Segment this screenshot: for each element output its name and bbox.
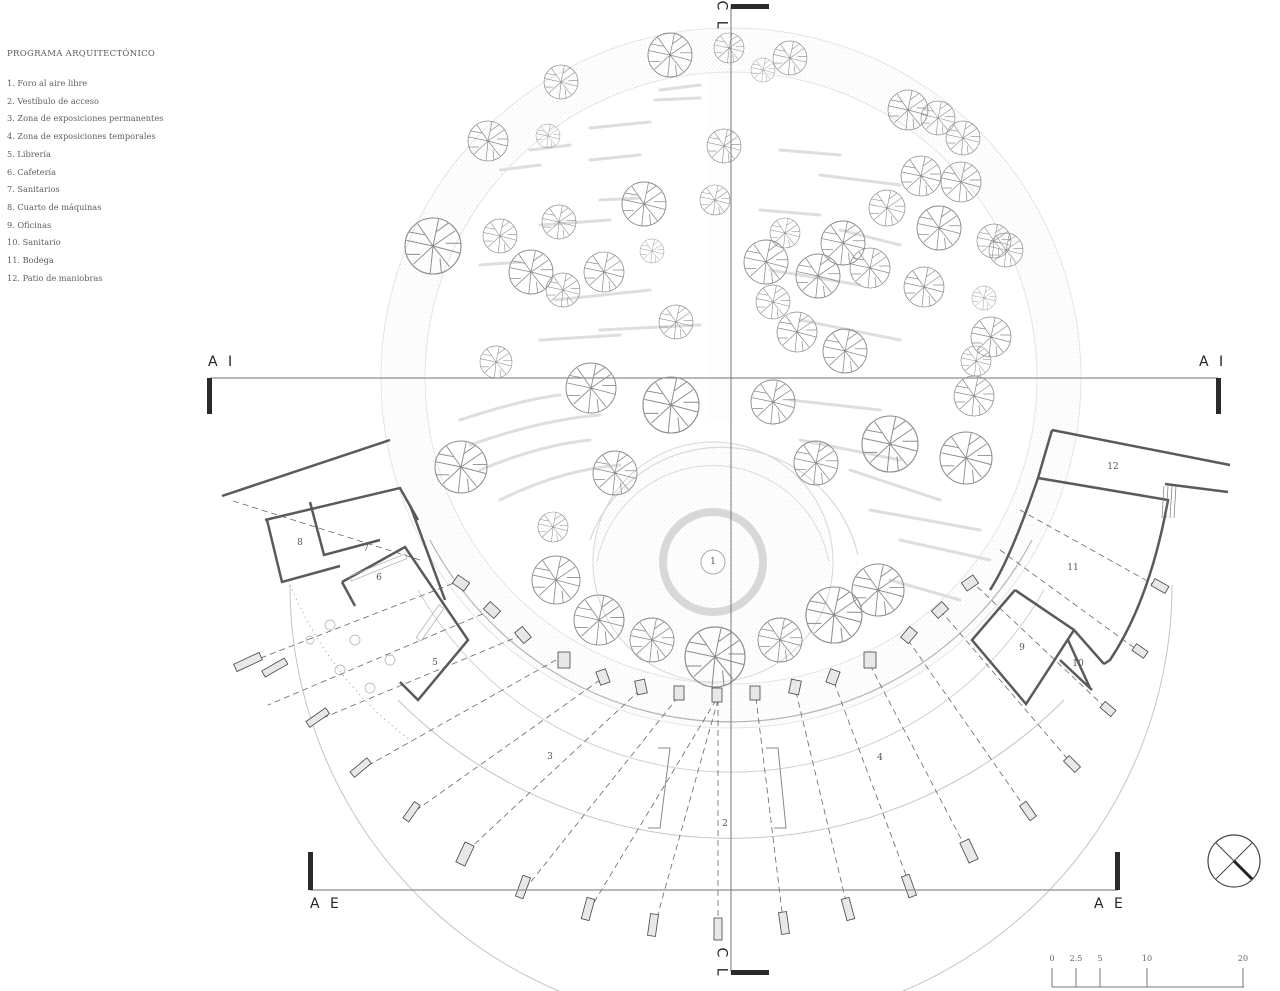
left-building-fixtures (305, 553, 445, 694)
central-path (708, 40, 730, 420)
scale-tick-label: 0 (1049, 954, 1055, 963)
legend-item: 1. Foro al aire libre (7, 78, 88, 88)
legend-item: 6. Cafetería (7, 166, 56, 177)
legend-item: 7. Sanitarios (7, 184, 60, 195)
section-ae-right-label: A E (1094, 896, 1126, 912)
scale-tick-label: 20 (1237, 954, 1249, 963)
scale-tick-label: 2.5 (1069, 954, 1083, 963)
room-label-cuarto-maquinas: 8 (297, 538, 303, 548)
radial-grid (229, 499, 1161, 930)
legend-item: 5. Librería (7, 148, 51, 159)
vestibule-partitions (648, 747, 787, 829)
north-arrow-icon (1207, 834, 1261, 888)
room-label-foro: 1 (710, 557, 716, 567)
room-label-exposiciones-permanentes: 3 (547, 752, 553, 762)
room-label-sanitarios: 7 (363, 544, 369, 554)
section-ae-left-label: A E (310, 896, 342, 912)
legend-list: 1. Foro al aire libre 2. Vestíbulo de ac… (7, 75, 177, 287)
room-label-bodega: 11 (1067, 563, 1079, 573)
right-building-stairs (1161, 485, 1177, 519)
scale-tick-label: 5 (1097, 954, 1103, 963)
terrace-lines (458, 83, 992, 602)
scale-bar-graphic (1051, 968, 1244, 988)
room-label-cafeteria: 6 (376, 573, 382, 583)
room-label-oficinas: 9 (1019, 643, 1025, 653)
room-label-vestibulo: 2 (722, 819, 728, 829)
program-legend: PROGRAMA ARQUITECTÓNICO 1. Foro al aire … (7, 49, 177, 287)
room-label-patio-maniobras: 12 (1107, 462, 1119, 472)
legend-item: 8. Cuarto de máquinas (7, 201, 102, 212)
centerline-top-label: C L (713, 0, 730, 32)
legend-item: 2. Vestíbulo de acceso (7, 95, 99, 106)
left-building (221, 438, 470, 702)
legend-item: 4. Zona de exposiciones temporales (7, 131, 156, 142)
section-lines (207, 4, 1221, 975)
scale-tick-label: 10 (1141, 954, 1153, 963)
room-label-sanitario: 10 (1072, 659, 1084, 669)
legend-item: 10. Sanitario (7, 237, 61, 248)
section-ai-right-label: A I (1199, 354, 1227, 370)
legend-item: 12. Patio de maniobras (7, 272, 103, 283)
right-building (970, 428, 1231, 707)
forum-plaza (589, 441, 859, 683)
legend-title: PROGRAMA ARQUITECTÓNICO (7, 49, 156, 59)
room-label-exposiciones-temporales: 4 (877, 753, 883, 763)
centerline-bottom-label: C L (713, 947, 730, 979)
legend-item: 11. Bodega (7, 255, 54, 266)
left-facade (289, 584, 411, 741)
column-markers (233, 574, 1170, 941)
scale-bar: 0 2.5 5 10 20 (1040, 950, 1260, 990)
room-label-libreria: 5 (432, 658, 438, 668)
section-ai-left-label: A I (208, 354, 236, 370)
legend-item: 9. Oficinas (7, 219, 52, 230)
legend-item: 3. Zona de exposiciones permanentes (7, 113, 164, 124)
